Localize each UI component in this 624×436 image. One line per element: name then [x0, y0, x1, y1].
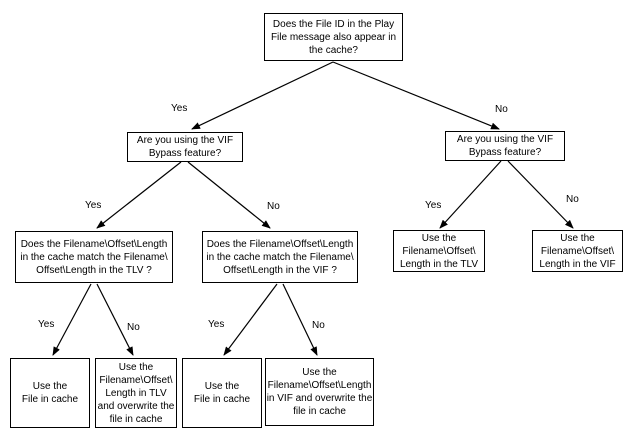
node-overwrite-with-tlv: Use the Filename\Offset\ Length in TLV a…: [95, 358, 177, 428]
node-match-vif-question: Does the Filename\Offset\Length in the c…: [202, 231, 358, 283]
node-overwrite-with-vif: Use the Filename\Offset\Length in VIF an…: [265, 358, 374, 426]
edge-line-match-tlv-yes: [52, 283, 92, 356]
edge-line-root-yes: [191, 61, 334, 130]
edge-label-root-yes: Yes: [170, 103, 189, 114]
edge-line-vif-left-no: [187, 161, 271, 229]
node-use-file-in-cache-left: Use the File in cache: [10, 358, 90, 428]
edge-label-root-no: No: [494, 104, 509, 115]
edge-line-root-no: [332, 61, 500, 130]
node-use-file-in-cache-right: Use the File in cache: [182, 358, 262, 428]
edge-label-vif-left-no: No: [266, 201, 281, 212]
edge-label-match-vif-yes: Yes: [207, 319, 226, 330]
node-vif-bypass-question-left: Are you using the VIF Bypass feature?: [127, 132, 243, 162]
edge-line-match-vif-no: [282, 283, 318, 356]
node-use-length-in-vif: Use the Filename\Offset\ Length in the V…: [532, 230, 623, 272]
edge-line-vif-right-no: [507, 160, 574, 229]
node-match-tlv-question: Does the Filename\Offset\Length in the c…: [15, 231, 173, 283]
edge-label-match-tlv-yes: Yes: [37, 319, 56, 330]
edge-line-vif-right-yes: [439, 160, 502, 229]
edge-label-vif-left-yes: Yes: [84, 200, 103, 211]
edge-line-match-vif-yes: [223, 283, 278, 356]
node-vif-bypass-question-right: Are you using the VIF Bypass feature?: [445, 131, 565, 161]
edge-label-vif-right-yes: Yes: [424, 200, 443, 211]
edge-label-match-tlv-no: No: [126, 322, 141, 333]
edge-label-match-vif-no: No: [311, 320, 326, 331]
edge-line-match-tlv-no: [96, 283, 134, 356]
node-use-length-in-tlv: Use the Filename\Offset\ Length in the T…: [393, 230, 485, 272]
edge-label-vif-right-no: No: [565, 194, 580, 205]
node-file-id-in-cache-question: Does the File ID in the Play File messag…: [264, 13, 403, 61]
edge-line-vif-left-yes: [96, 161, 182, 229]
